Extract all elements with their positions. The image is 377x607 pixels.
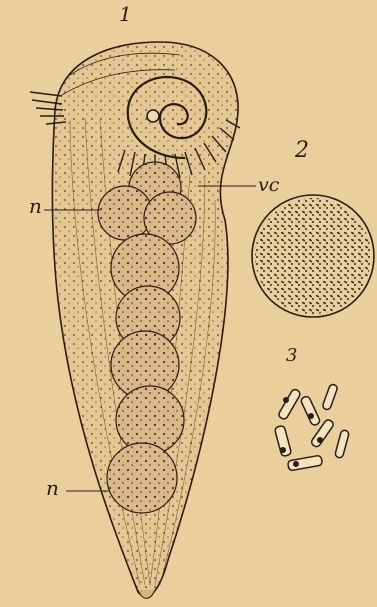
label-n-bottom: n — [46, 478, 59, 498]
rod-body — [335, 429, 350, 458]
figure-number-2: 2 — [295, 140, 309, 162]
rod-body — [287, 455, 322, 471]
figure-number-3: 3 — [286, 347, 297, 365]
rod-bodies — [274, 383, 349, 470]
rod-body — [278, 388, 302, 420]
rod-body — [300, 395, 321, 426]
cell-tail — [138, 590, 155, 598]
nucleus-cross-section — [252, 195, 374, 317]
label-n-top: n — [29, 196, 42, 216]
figure-number-1: 1 — [119, 4, 132, 24]
rod-body — [322, 383, 338, 410]
label-vc: vc — [258, 176, 279, 195]
